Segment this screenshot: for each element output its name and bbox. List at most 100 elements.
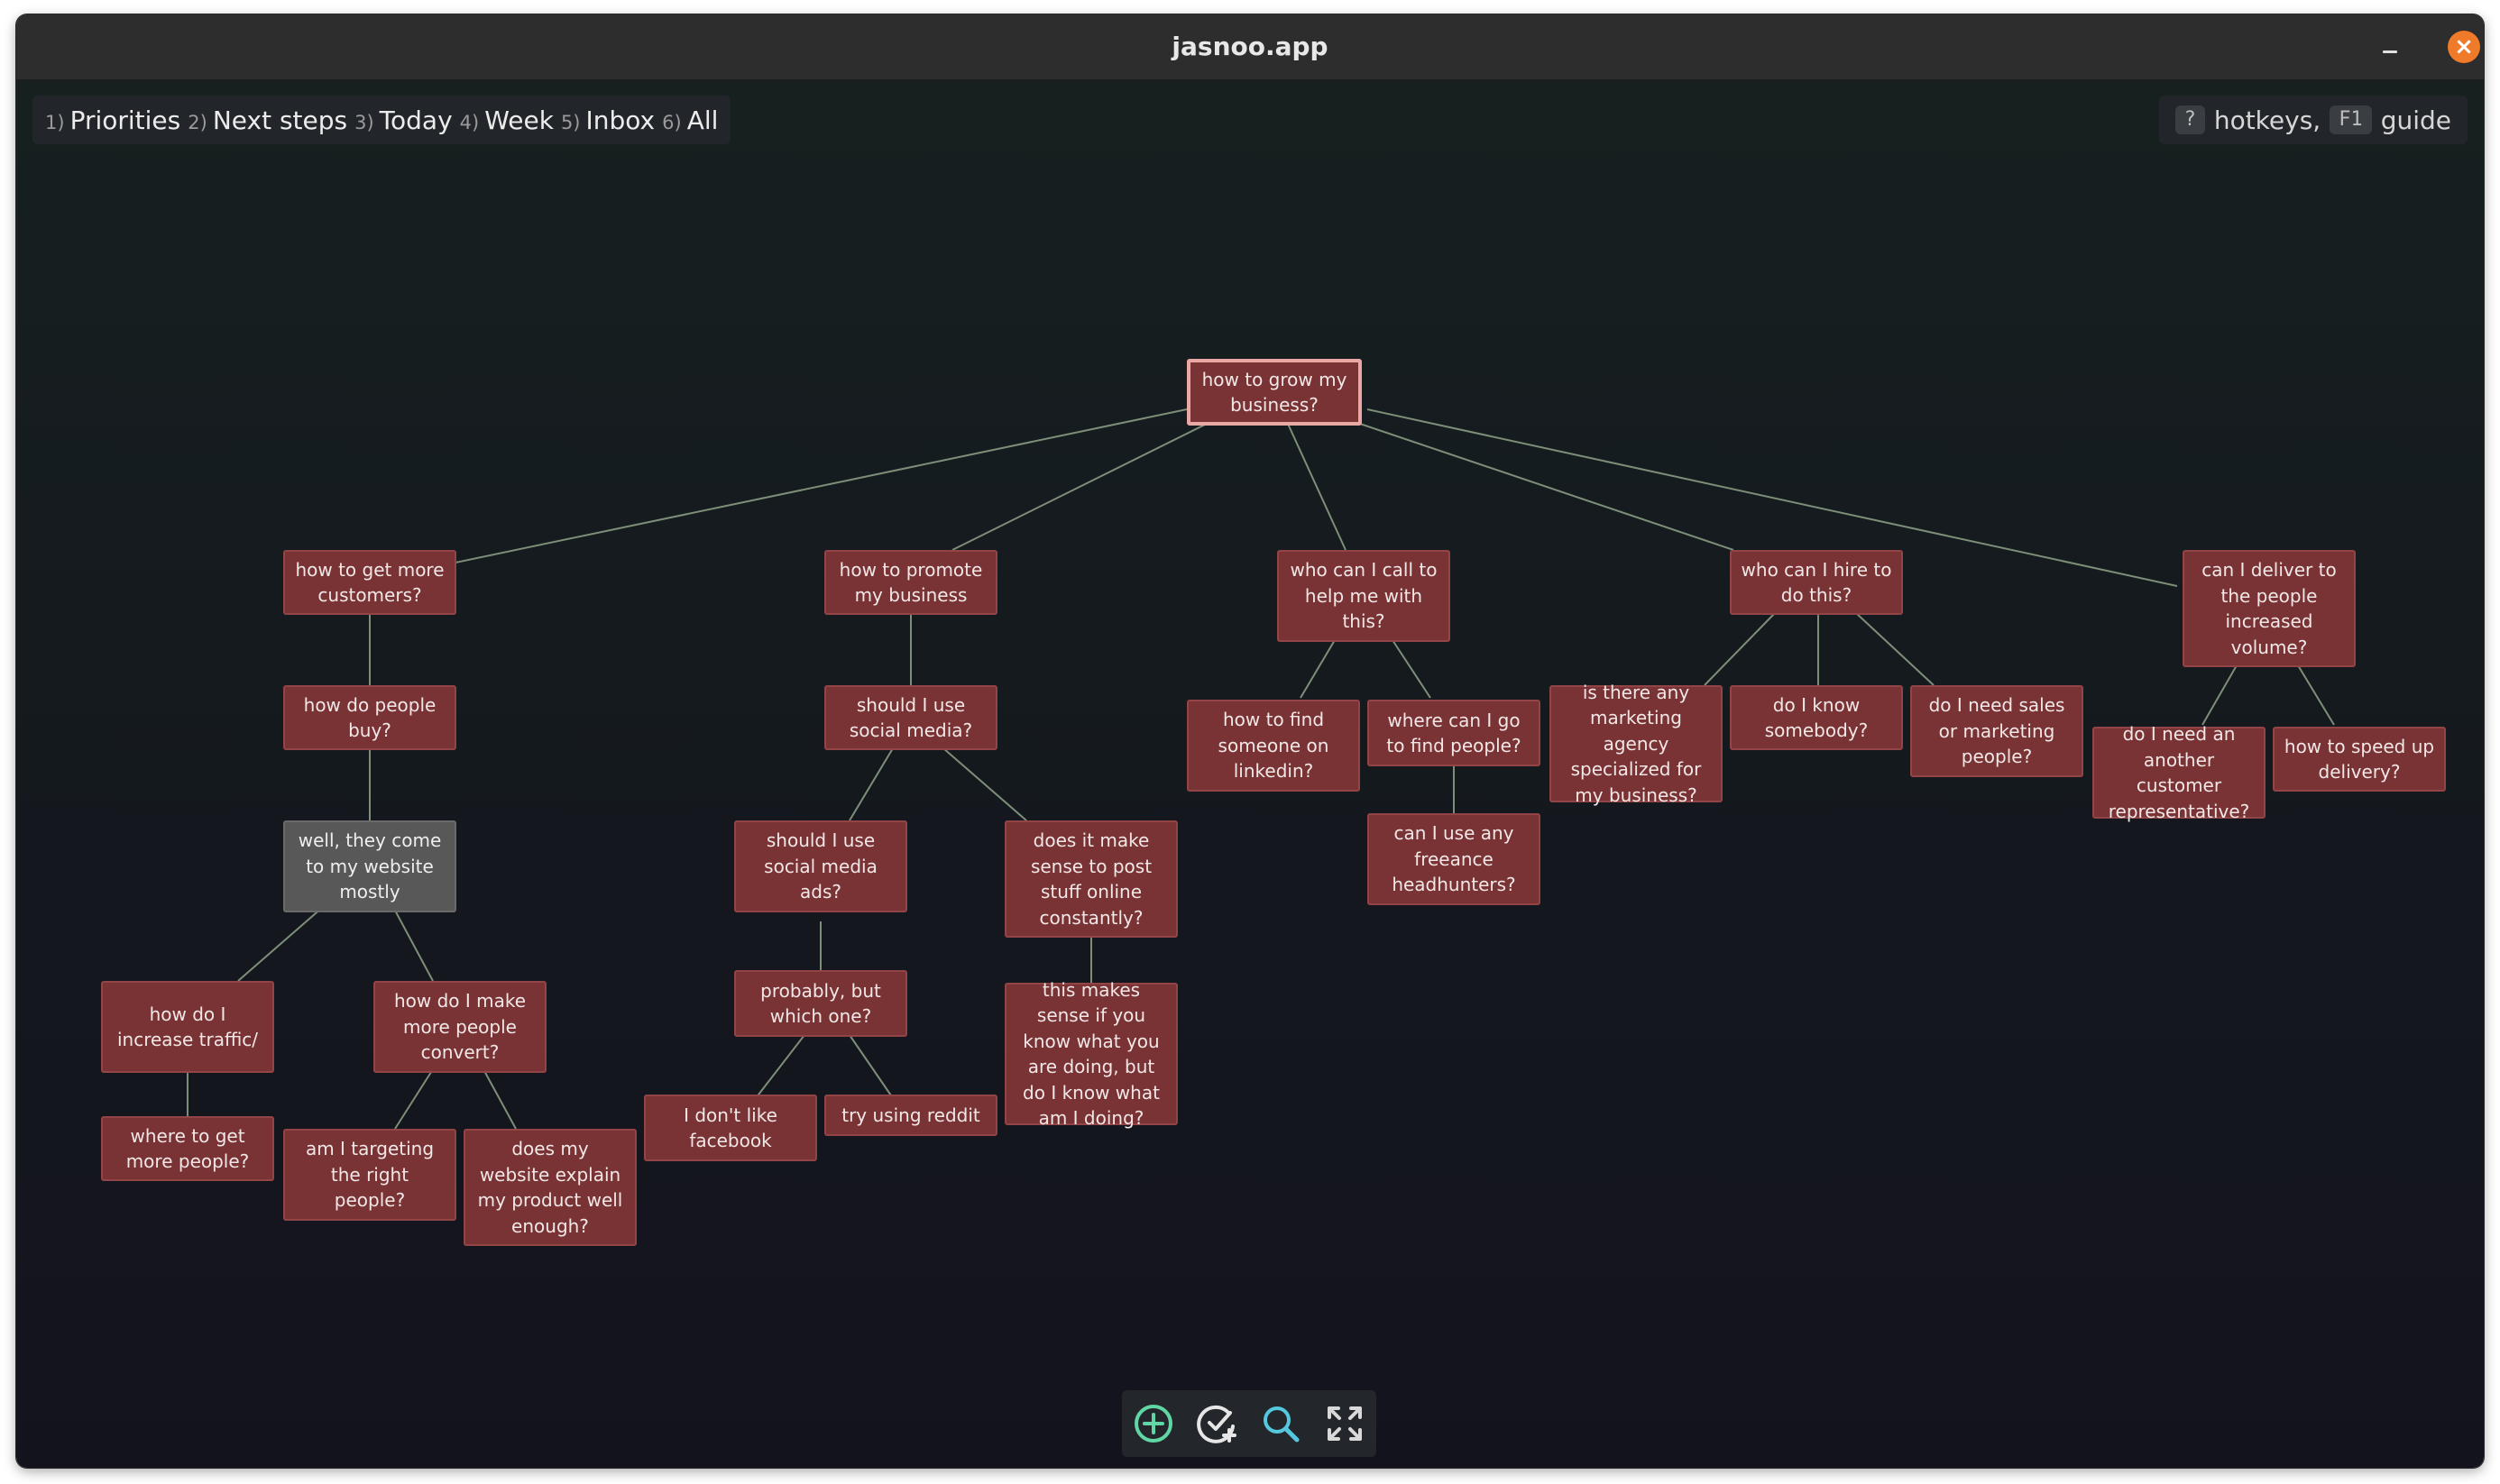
edge — [2297, 664, 2335, 726]
app-window: jasnoo.app × 1) Priorities 2) Next steps… — [16, 14, 2484, 1468]
task-node[interactable]: how do I make more people convert? — [373, 981, 547, 1073]
nav-number: 2) — [188, 111, 207, 133]
task-node[interactable]: who can I hire to do this? — [1730, 550, 1903, 615]
nav-label: Today — [379, 105, 453, 135]
bottom-toolbar — [1122, 1390, 1376, 1457]
task-text: should I use social media ads? — [764, 829, 878, 903]
task-text: does my website explain my product well … — [477, 1138, 623, 1237]
edge — [1300, 639, 1336, 699]
nav-label: Inbox — [585, 105, 656, 135]
task-text: do I need sales or marketing people? — [1928, 694, 2065, 768]
task-text: how to find someone on linkedin? — [1218, 709, 1329, 783]
nav-next-steps[interactable]: 2) Next steps — [188, 105, 347, 135]
edge — [755, 1034, 805, 1099]
task-text: how to grow my business? — [1201, 368, 1347, 417]
task-node[interactable]: how to speed up delivery? — [2273, 727, 2446, 792]
task-text: is there any marketing agency specialize… — [1570, 681, 1702, 806]
edge — [849, 747, 894, 821]
minimize-button[interactable] — [2376, 32, 2404, 61]
nav-number: 4) — [459, 111, 480, 133]
nav-label: Priorities — [69, 105, 181, 135]
task-node[interactable]: probably, but which one? — [734, 970, 907, 1037]
task-node[interactable]: I don't like facebook — [644, 1095, 817, 1161]
nav-today[interactable]: 3) Today — [354, 105, 453, 135]
add-task-button[interactable] — [1130, 1400, 1177, 1447]
task-node[interactable]: try using reddit — [824, 1095, 997, 1136]
edge — [455, 408, 1188, 563]
task-node[interactable]: do I need sales or marketing people? — [1910, 685, 2083, 777]
task-text: how do I make more people convert? — [393, 990, 527, 1064]
task-text: should I use social media? — [849, 693, 973, 742]
fullscreen-button[interactable] — [1321, 1400, 1368, 1447]
task-text: try using reddit — [841, 1104, 980, 1126]
edge — [1392, 639, 1431, 699]
edge — [942, 747, 1027, 821]
task-text: am I targeting the right people? — [305, 1138, 435, 1212]
task-node[interactable]: does my website explain my product well … — [464, 1129, 637, 1246]
edge — [1287, 423, 1347, 551]
task-node[interactable]: am I targeting the right people? — [283, 1129, 456, 1221]
task-text: who can I call to help me with this? — [1290, 559, 1438, 633]
edge — [392, 906, 434, 982]
tree-edges — [187, 408, 2335, 1130]
task-node[interactable]: does it make sense to post stuff online … — [1005, 820, 1178, 938]
task-node[interactable]: should I use social media ads? — [734, 820, 907, 912]
nav-week[interactable]: 4) Week — [460, 105, 554, 135]
edge — [1366, 408, 2178, 587]
fullscreen-icon — [1327, 1406, 1362, 1441]
check-add-icon — [1196, 1405, 1236, 1443]
edge — [483, 1068, 517, 1130]
guide-key: F1 — [2330, 105, 2372, 134]
task-text: how do I increase traffic/ — [116, 1003, 259, 1051]
task-node[interactable]: can I use any freeance headhunters? — [1367, 813, 1540, 905]
task-node[interactable]: can I deliver to the people increased vo… — [2183, 550, 2356, 667]
task-text: who can I hire to do this? — [1741, 558, 1892, 607]
nav-label: Week — [484, 105, 554, 135]
task-node[interactable]: is there any marketing agency specialize… — [1549, 682, 1723, 806]
task-text: where to get more people? — [125, 1124, 250, 1173]
task-node[interactable]: where to get more people? — [101, 1116, 274, 1181]
task-node[interactable]: should I use social media? — [824, 685, 997, 750]
task-node[interactable]: how do people buy? — [283, 685, 456, 750]
help-bar: ? hotkeys, F1 guide — [2158, 96, 2468, 144]
nav-label: Next steps — [212, 105, 348, 135]
nav-number: 6) — [662, 111, 682, 133]
edge — [1855, 612, 1935, 686]
nav-label: All — [686, 105, 719, 135]
nav-number: 5) — [560, 111, 581, 133]
task-node[interactable]: this makes sense if you know what you ar… — [1005, 979, 1178, 1129]
task-node[interactable]: do I know somebody? — [1730, 685, 1903, 750]
search-icon — [1264, 1406, 1300, 1443]
task-text: how to get more customers? — [295, 558, 445, 607]
window-title: jasnoo.app — [1172, 32, 1328, 61]
task-text: does it make sense to post stuff online … — [1030, 829, 1153, 929]
task-node[interactable]: how to promote my business — [824, 550, 997, 615]
nav-number: 3) — [354, 111, 374, 133]
nav-priorities[interactable]: 1) Priorities — [45, 105, 180, 135]
task-node[interactable]: how to find someone on linkedin? — [1187, 700, 1360, 792]
search-button[interactable] — [1257, 1400, 1304, 1447]
edge — [1704, 612, 1776, 686]
view-nav: 1) Priorities 2) Next steps 3) Today 4) … — [32, 96, 731, 144]
task-node[interactable]: how to get more customers? — [283, 550, 456, 615]
edge — [394, 1068, 434, 1130]
edge — [2201, 664, 2238, 726]
task-text: where can I go to find people? — [1386, 709, 1521, 757]
task-text: can I use any freeance headhunters? — [1392, 822, 1516, 896]
task-node[interactable]: how do I increase traffic/ — [101, 981, 274, 1073]
nav-all[interactable]: 6) All — [662, 105, 718, 135]
edge — [1359, 423, 1734, 551]
guide-link[interactable]: guide — [2380, 105, 2451, 135]
note-node[interactable]: well, they come to my website mostly — [283, 820, 456, 912]
task-node[interactable]: who can I call to help me with this? — [1277, 550, 1450, 642]
add-circle-icon — [1135, 1405, 1173, 1443]
nav-inbox[interactable]: 5) Inbox — [561, 105, 655, 135]
task-node[interactable]: do I need an another customer representa… — [2092, 723, 2266, 822]
task-node[interactable]: where can I go to find people? — [1367, 700, 1540, 766]
add-done-button[interactable] — [1194, 1400, 1241, 1447]
hotkeys-link[interactable]: hotkeys, — [2213, 105, 2321, 135]
task-node-root[interactable]: how to grow my business? — [1187, 359, 1362, 426]
edge — [237, 906, 324, 982]
close-button[interactable]: × — [2448, 31, 2480, 63]
close-icon: × — [2454, 33, 2474, 60]
